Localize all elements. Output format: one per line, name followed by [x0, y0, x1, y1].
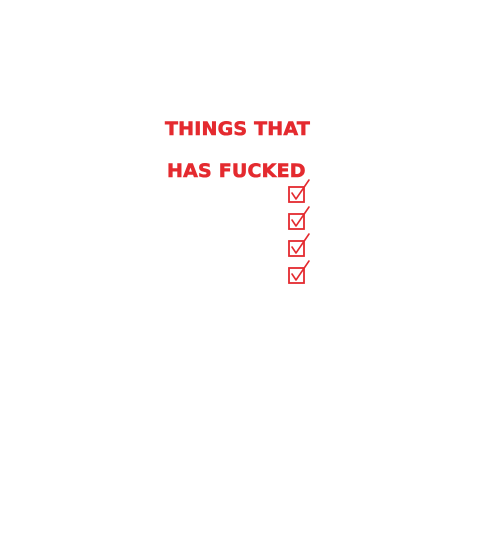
checked-box-icon-svg — [288, 260, 310, 284]
checked-box-icon-svg — [288, 206, 310, 230]
design-text-line-1: THINGS THAT — [165, 118, 310, 141]
checked-box-icon-svg — [288, 179, 310, 203]
checked-box-icon — [286, 259, 312, 286]
checked-box-icon — [286, 232, 312, 259]
checkbox-list — [286, 178, 312, 286]
checked-box-icon-svg — [288, 233, 310, 257]
shirt-design: THINGS THAT HAS FUCKED — [136, 80, 336, 330]
design-text-line-2: HAS FUCKED — [167, 160, 306, 183]
checked-box-icon — [286, 205, 312, 232]
checked-box-icon — [286, 178, 312, 205]
